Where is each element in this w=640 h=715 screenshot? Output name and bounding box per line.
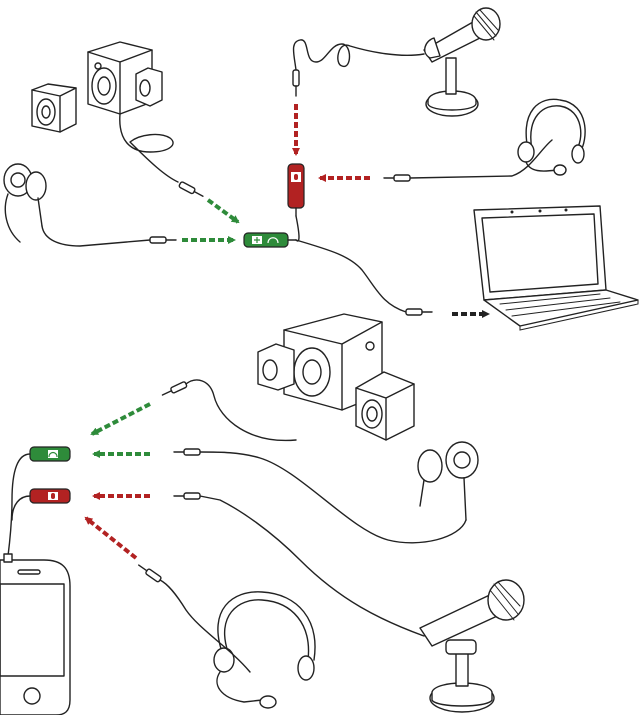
headset-plug [384, 175, 410, 181]
bottom-mic-plug [174, 493, 200, 499]
bottom-headset-arrow [86, 518, 136, 558]
top-earbuds [4, 164, 46, 242]
laptop [474, 206, 638, 330]
adapter-join-cable [296, 216, 299, 241]
bottom-speaker-plug [161, 381, 187, 397]
bottom-headset-plug [137, 563, 162, 583]
bottom-mic-adapter [30, 489, 70, 503]
speaker-cable [120, 114, 178, 182]
bottom-speaker-arrow [92, 404, 150, 434]
mic-cable [294, 40, 425, 70]
top-headset [518, 99, 585, 175]
bottom-headset-cable [160, 580, 250, 672]
speaker-arrow [208, 200, 238, 222]
mic-plug-top [293, 70, 299, 96]
top-speakers [32, 42, 162, 132]
y-splitter-cable-bottom [12, 496, 30, 520]
y-splitter-cable-top [8, 454, 30, 556]
top-desktop-microphone [424, 8, 500, 116]
microphone-icon [51, 493, 55, 499]
bottom-earbud-plug [174, 449, 200, 455]
bottom-speakers [258, 314, 414, 440]
bottom-desktop-microphone [420, 580, 524, 712]
top-mic-adapter [288, 164, 304, 216]
speaker-plug [179, 181, 205, 199]
bottom-headset [214, 592, 315, 708]
earbud-plug [150, 237, 176, 243]
bottom-mic-cable [200, 496, 424, 636]
bottom-earbuds [418, 442, 478, 520]
microphone-icon [294, 174, 298, 180]
smartphone [0, 554, 70, 715]
splitter-output-cable [296, 240, 406, 312]
splitter-output-plug [406, 309, 432, 315]
earbud-cable [42, 226, 150, 246]
top-splitter-adapter [244, 233, 296, 247]
bottom-headphone-adapter [30, 447, 70, 461]
